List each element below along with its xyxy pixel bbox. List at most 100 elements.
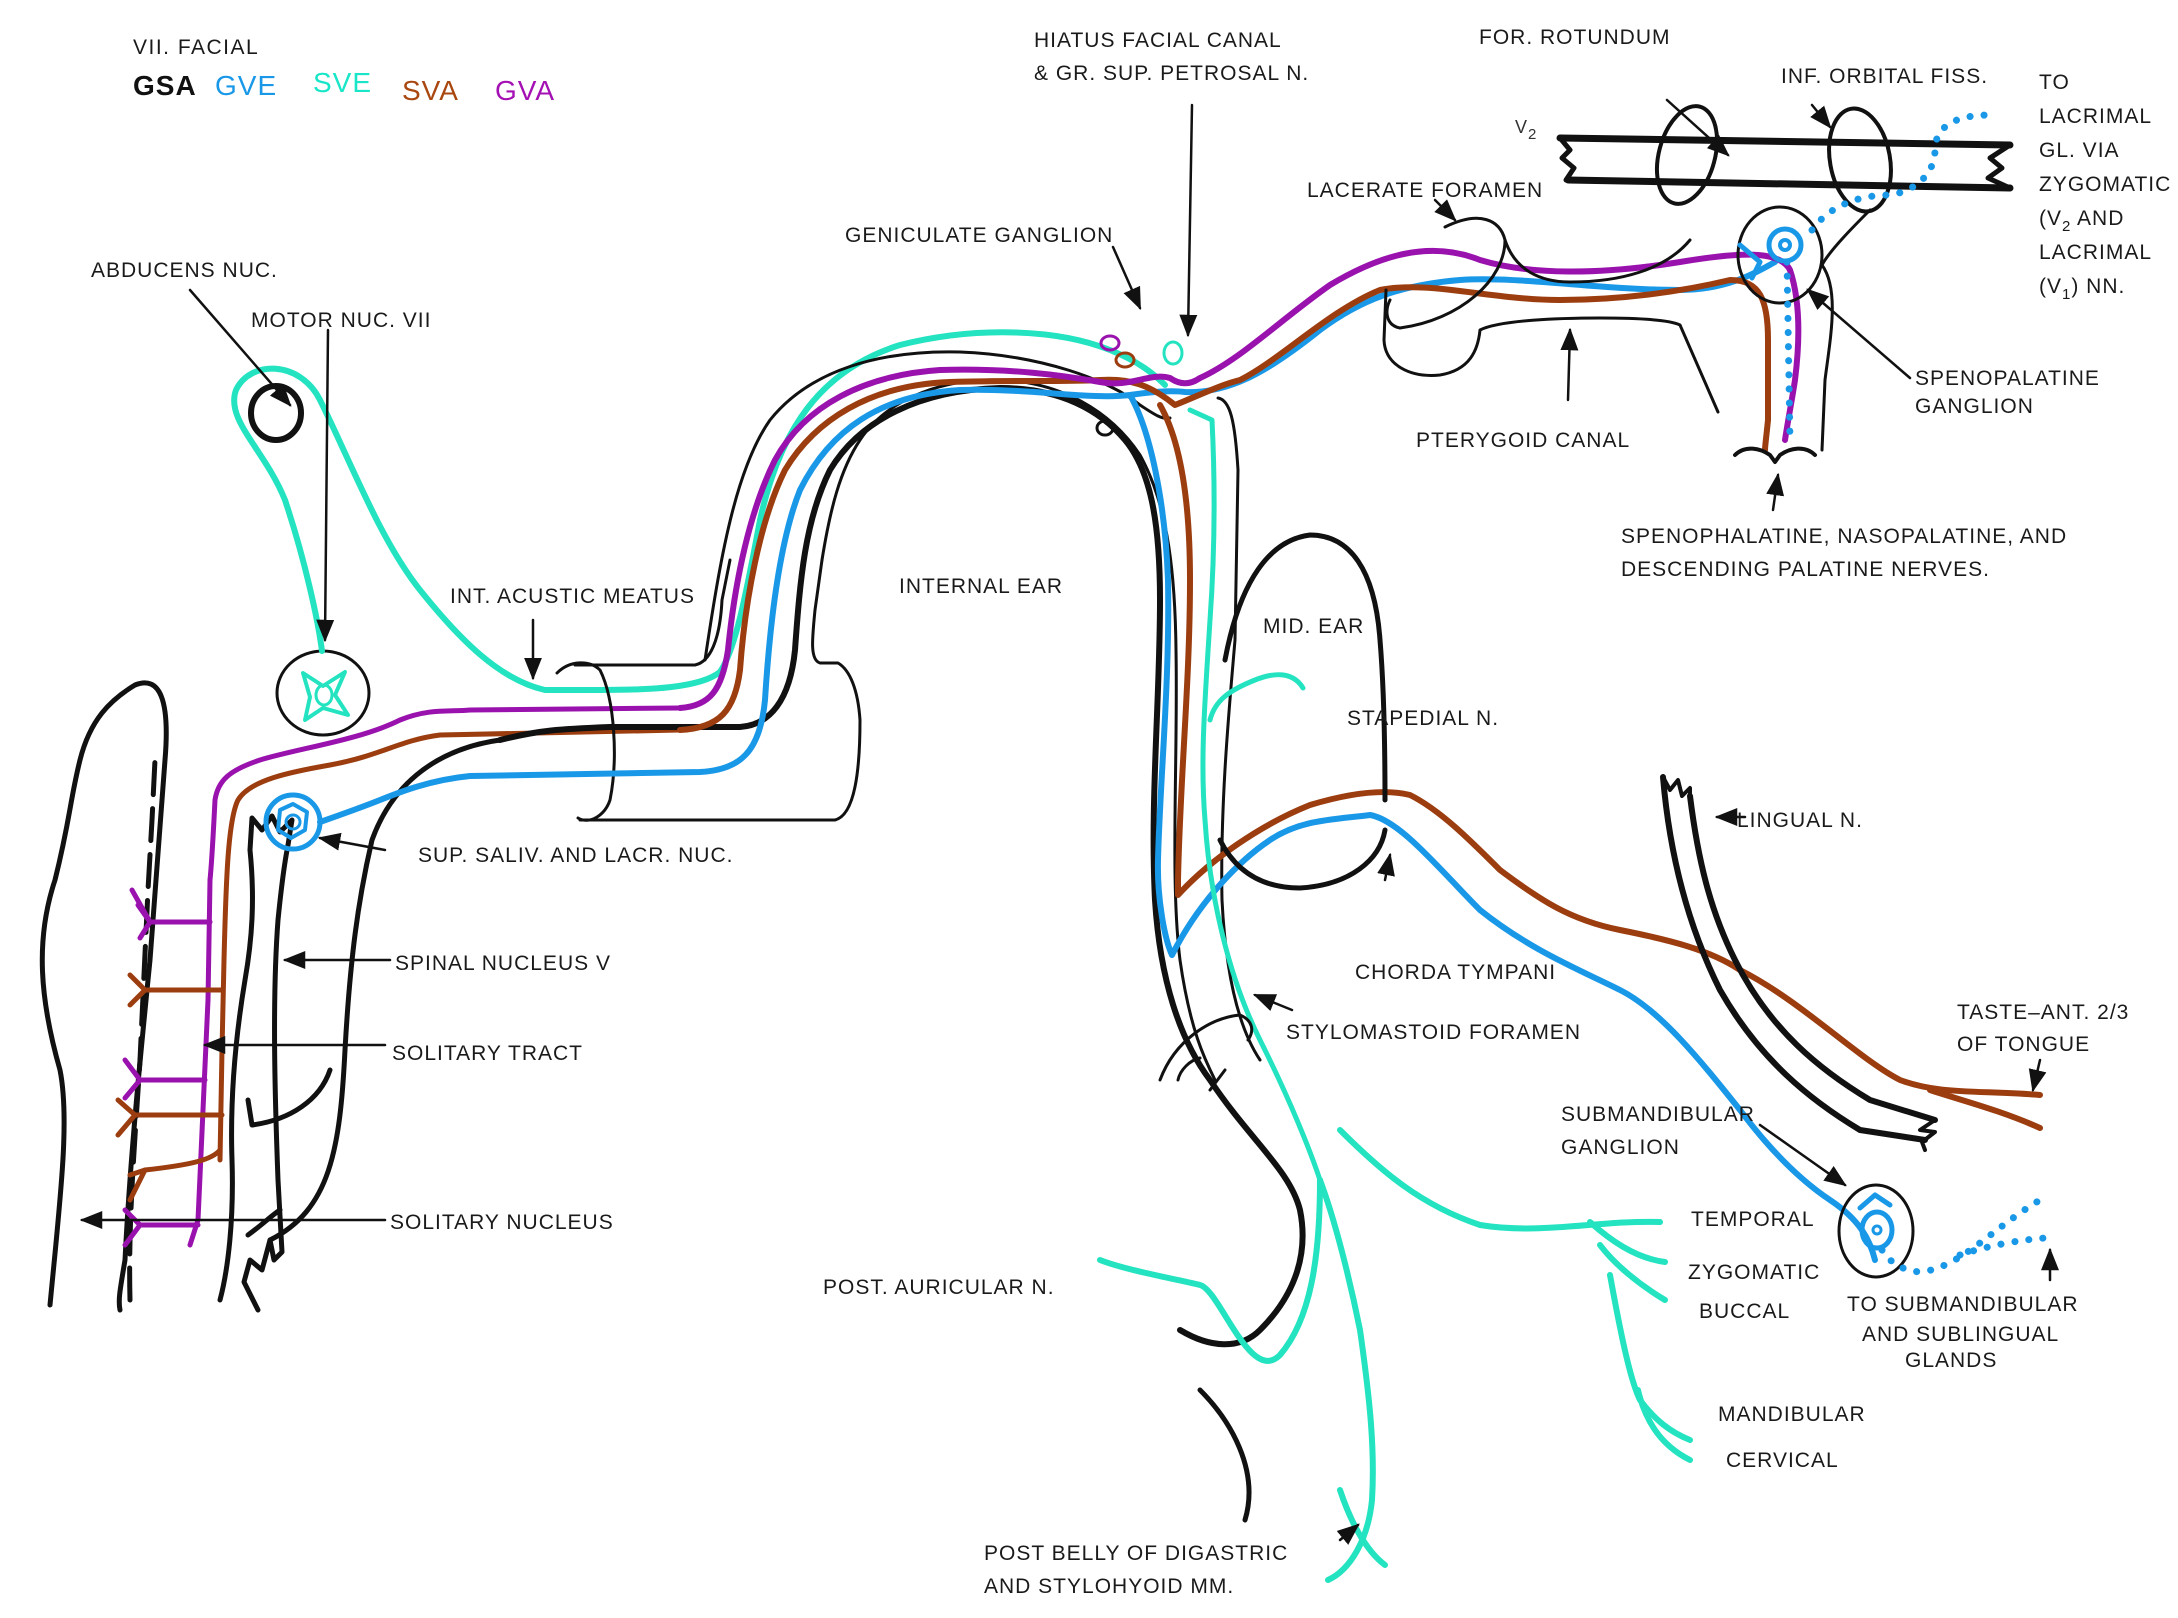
label-to-lacrimal-1: LACRIMAL — [2039, 105, 2153, 128]
label-to-glands-2: AND SUBLINGUAL — [1862, 1323, 2060, 1346]
arrow-lacerate — [1433, 198, 1457, 222]
arrow-submandibular — [1758, 1123, 1847, 1187]
label-sup-saliv: SUP. SALIV. AND LACR. NUC. — [418, 844, 734, 867]
label-int-acustic-meatus: INT. ACUSTIC MEATUS — [450, 585, 695, 608]
sve-facial-trunk — [1317, 1177, 1376, 1583]
label-spinal-nucleus-v: SPINAL NUCLEUS V — [395, 952, 611, 975]
sve-mandibular-branch — [1607, 1272, 1693, 1443]
sve-post-auricular-branch — [1097, 1177, 1323, 1364]
label-post-auricular-n: POST. AURICULAR N. — [823, 1276, 1055, 1299]
v1-subscript: 1 — [2062, 286, 2072, 303]
medulla-outline — [39, 680, 169, 1313]
label-lacerate-foramen: LACERATE FORAMEN — [1307, 179, 1544, 202]
gva-solitary-branches — [122, 705, 683, 1248]
label-submandibular-ganglion-2: GANGLION — [1561, 1136, 1680, 1159]
label-zygomatic: ZYGOMATIC — [1688, 1261, 1821, 1284]
spinal-nucleus-v-column — [217, 813, 295, 1313]
label-to-lacrimal-2: GL. VIA — [2039, 139, 2120, 162]
sve-buccal-branch — [1597, 1242, 1668, 1303]
label-motor-nuc-vii: MOTOR NUC. VII — [251, 309, 432, 332]
label-stylomastoid-foramen: STYLOMASTOID FORAMEN — [1286, 1021, 1581, 1044]
arrow-pterygoid — [1560, 327, 1579, 402]
label-temporal: TEMPORAL — [1691, 1208, 1815, 1231]
label-to-glands-1: TO SUBMANDIBULAR — [1847, 1293, 2079, 1316]
label-to-lacrimal-3: ZYGOMATIC — [2039, 173, 2172, 196]
v2-and-text: AND — [2077, 207, 2125, 230]
v2-nerve — [1556, 134, 2014, 192]
gve-main-fiber — [317, 259, 1778, 825]
mastoid-outline — [1197, 1387, 1252, 1523]
legend-gve: GVE — [215, 70, 278, 101]
gve-postganglionic-dotted — [1783, 111, 1994, 444]
arrow-hiatus — [1179, 103, 1198, 338]
arrow-stylomastoid — [1252, 993, 1294, 1012]
label-taste-1: TASTE–ANT. 2/3 — [1957, 1001, 2130, 1024]
label-lingual-n: LINGUAL N. — [1737, 809, 1863, 832]
label-lacrimal: LACRIMAL — [2039, 241, 2153, 264]
label-stapedial-n: STAPEDIAL N. — [1347, 707, 1500, 730]
foramen-rotundum — [1655, 104, 1719, 206]
arrow-motor-nuc — [316, 328, 335, 643]
arrow-abducens — [188, 288, 292, 407]
label-v1-nn: (V1) NN. — [2039, 275, 2126, 303]
arrow-inf-orbital — [1810, 103, 1832, 129]
label-geniculate-ganglion: GENICULATE GANGLION — [845, 224, 1114, 247]
sve-temporal-branch — [1337, 1127, 1663, 1232]
motor-nucleus-vii — [275, 649, 371, 737]
gve-descending-fiber — [1127, 392, 1878, 1263]
motor-neuron-icon — [301, 670, 350, 722]
arrow-palatine — [1766, 472, 1785, 512]
label-sphenopalatine-ganglion-2: GANGLION — [1915, 395, 2034, 418]
arrow-post-belly — [1336, 1523, 1360, 1545]
sva-descending-fiber — [1157, 402, 2043, 1098]
sve-zygomatic-branch — [1587, 1219, 1668, 1265]
salivatory-neuron-icon — [276, 802, 309, 840]
label-v2-and: (V2 AND — [2039, 207, 2125, 235]
v2-and-subscript: 2 — [2062, 218, 2072, 235]
arrow-chorda — [1377, 852, 1395, 882]
submandibular-ganglion — [1837, 1183, 1915, 1279]
legend-sva: SVA — [402, 75, 459, 106]
label-hiatus-line1: HIATUS FACIAL CANAL — [1034, 29, 1282, 52]
arrow-sup-saliv — [317, 832, 387, 852]
label-palatine-nerves-1: SPENOPHALATINE, NASOPALATINE, AND — [1621, 525, 2068, 548]
sve-cervical-branch — [1635, 1387, 1693, 1463]
gsa-brainstem-fiber — [267, 737, 503, 1243]
pterygoid-canal — [1382, 238, 1720, 414]
gva-tract-upper — [207, 705, 683, 883]
middle-ear-outline — [1217, 532, 1388, 891]
abducens-nucleus — [248, 383, 304, 443]
label-submandibular-ganglion-1: SUBMANDIBULAR — [1561, 1103, 1755, 1126]
arrow-sphenopalatine — [1806, 288, 1912, 380]
diagram-title: VII. FACIAL — [133, 36, 260, 59]
sva-tract-upper — [217, 727, 683, 1163]
sve-stapedial-branch — [1207, 672, 1306, 723]
label-chorda-tympani: CHORDA TYMPANI — [1355, 961, 1557, 984]
label-mid-ear: MID. EAR — [1263, 615, 1365, 638]
label-abducens-nuc: ABDUCENS NUC. — [91, 259, 278, 282]
label-solitary-tract: SOLITARY TRACT — [392, 1042, 583, 1065]
gve-submandibular-dotted — [1878, 1196, 2049, 1276]
label-hiatus-line2: & GR. SUP. PETROSAL N. — [1034, 62, 1310, 85]
legend-gsa: GSA — [133, 70, 197, 101]
legend-sve: SVE — [313, 67, 373, 98]
sva-main-fiber — [677, 277, 1771, 733]
arrow-geniculate — [1111, 245, 1142, 311]
geniculate-ganglion-cells — [1095, 334, 1184, 437]
label-post-belly-2: AND STYLOHYOID MM. — [984, 1575, 1235, 1598]
palatine-brace — [1733, 446, 1817, 464]
gsa-branch-upper — [245, 1067, 333, 1128]
sva-solitary-branches — [115, 727, 683, 1203]
label-palatine-nerves-2: DESCENDING PALATINE NERVES. — [1621, 558, 1990, 581]
pointer-arrows — [79, 98, 2059, 1545]
sve-descending-fiber — [1187, 407, 1323, 1183]
label-pterygoid-canal: PTERYGOID CANAL — [1416, 429, 1631, 452]
fossa-wall-upper — [1820, 208, 1872, 267]
midline-dashed — [127, 757, 158, 1303]
stylomastoid-foramen — [1158, 1013, 1254, 1092]
legend-gva: GVA — [495, 75, 556, 106]
label-mandibular: MANDIBULAR — [1718, 1403, 1866, 1426]
label-cervical: CERVICAL — [1726, 1449, 1839, 1472]
gsa-bundle-fiber — [497, 385, 1306, 1348]
